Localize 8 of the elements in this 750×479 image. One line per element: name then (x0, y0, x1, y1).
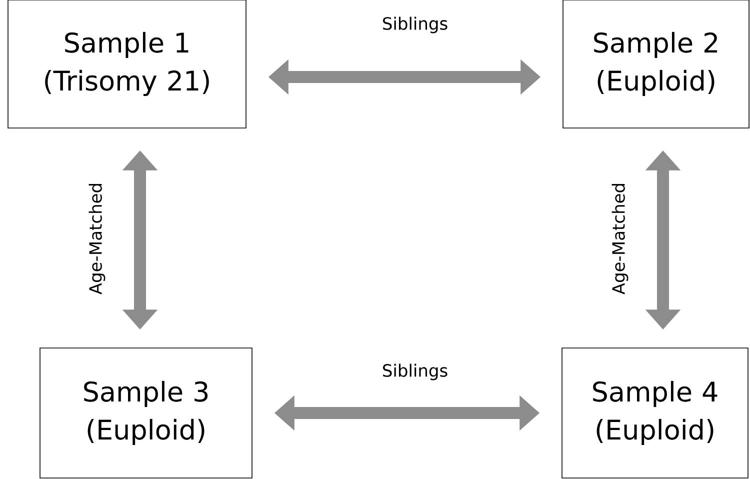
sample-box: Sample 4 (Euploid) (562, 348, 748, 478)
edge-label: Age-Matched (88, 184, 106, 294)
sample-box: Sample 1 (Trisomy 21) (8, 0, 246, 128)
edge-label: Siblings (383, 16, 448, 34)
edge-label: Age-Matched (612, 184, 628, 294)
sample-box: Sample 3 (Euploid) (40, 348, 252, 478)
sample-box: Sample 2 (Euploid) (562, 0, 750, 128)
edge-label: Siblings (383, 364, 448, 380)
